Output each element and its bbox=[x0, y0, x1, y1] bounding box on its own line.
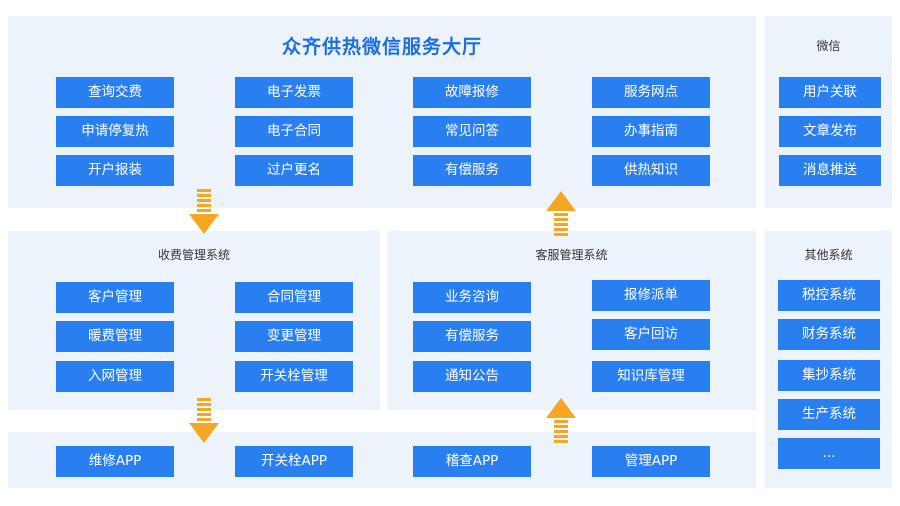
btn-valve-mgmt[interactable]: 开关栓管理 bbox=[235, 361, 353, 392]
arrow-down-icon bbox=[189, 189, 219, 234]
btn-more-systems[interactable]: ... bbox=[778, 438, 880, 469]
btn-transfer-rename[interactable]: 过户更名 bbox=[235, 155, 353, 186]
btn-fault-report[interactable]: 故障报修 bbox=[413, 77, 531, 108]
btn-contract-mgmt[interactable]: 合同管理 bbox=[235, 282, 353, 313]
btn-audit-app[interactable]: 稽查APP bbox=[413, 446, 531, 477]
billing-panel: 收费管理系统 客户管理 合同管理 暖费管理 变更管理 入网管理 开关栓管理 bbox=[8, 231, 380, 410]
btn-stop-resume-heat[interactable]: 申请停复热 bbox=[56, 116, 174, 147]
other-label: 其他系统 bbox=[804, 248, 853, 262]
btn-network-mgmt[interactable]: 入网管理 bbox=[56, 361, 174, 392]
apps-panel: 维修APP 开关栓APP 稽查APP 管理APP bbox=[8, 432, 756, 488]
service-label: 客服管理系统 bbox=[535, 248, 608, 262]
btn-dispatch[interactable]: 报修派单 bbox=[592, 280, 710, 311]
arrow-down-icon bbox=[189, 398, 219, 443]
btn-paid-service-2[interactable]: 有偿服务 bbox=[413, 321, 531, 352]
portal-title: 众齐供热微信服务大厅 bbox=[281, 36, 482, 58]
btn-heating-knowledge[interactable]: 供热知识 bbox=[592, 155, 710, 186]
btn-return-visit[interactable]: 客户回访 bbox=[592, 319, 710, 350]
btn-query-pay[interactable]: 查询交费 bbox=[56, 77, 174, 108]
btn-knowledge-base[interactable]: 知识库管理 bbox=[592, 361, 710, 392]
wechat-label: 微信 bbox=[816, 39, 841, 53]
btn-meter-system[interactable]: 集抄系统 bbox=[778, 360, 880, 391]
arrow-up-icon bbox=[546, 398, 576, 443]
btn-article-publish[interactable]: 文章发布 bbox=[779, 116, 881, 147]
btn-production-system[interactable]: 生产系统 bbox=[778, 399, 880, 430]
btn-tax-system[interactable]: 税控系统 bbox=[778, 280, 880, 311]
btn-faq[interactable]: 常见问答 bbox=[413, 116, 531, 147]
btn-guide[interactable]: 办事指南 bbox=[592, 116, 710, 147]
btn-valve-app[interactable]: 开关栓APP bbox=[235, 446, 353, 477]
btn-manage-app[interactable]: 管理APP bbox=[592, 446, 710, 477]
arrow-up-icon bbox=[546, 191, 576, 236]
btn-paid-service[interactable]: 有偿服务 bbox=[413, 155, 531, 186]
btn-e-contract[interactable]: 电子合同 bbox=[235, 116, 353, 147]
btn-open-account[interactable]: 开户报装 bbox=[56, 155, 174, 186]
btn-consult[interactable]: 业务咨询 bbox=[413, 282, 531, 313]
service-panel: 客服管理系统 业务咨询 报修派单 有偿服务 客户回访 通知公告 知识库管理 bbox=[387, 231, 756, 410]
portal-panel: 众齐供热微信服务大厅 查询交费 电子发票 故障报修 服务网点 申请停复热 电子合… bbox=[8, 16, 756, 208]
wechat-panel: 微信 用户关联 文章发布 消息推送 bbox=[765, 16, 892, 208]
btn-message-push[interactable]: 消息推送 bbox=[779, 155, 881, 186]
btn-finance-system[interactable]: 财务系统 bbox=[778, 319, 880, 350]
btn-customer-mgmt[interactable]: 客户管理 bbox=[56, 282, 174, 313]
btn-repair-app[interactable]: 维修APP bbox=[56, 446, 174, 477]
btn-e-invoice[interactable]: 电子发票 bbox=[235, 77, 353, 108]
billing-label: 收费管理系统 bbox=[157, 248, 230, 262]
btn-user-link[interactable]: 用户关联 bbox=[779, 77, 881, 108]
btn-heating-fee-mgmt[interactable]: 暖费管理 bbox=[56, 321, 174, 352]
other-panel: 其他系统 税控系统 财务系统 集抄系统 生产系统 ... bbox=[765, 231, 892, 488]
btn-notice[interactable]: 通知公告 bbox=[413, 361, 531, 392]
btn-service-outlets[interactable]: 服务网点 bbox=[592, 77, 710, 108]
btn-change-mgmt[interactable]: 变更管理 bbox=[235, 321, 353, 352]
